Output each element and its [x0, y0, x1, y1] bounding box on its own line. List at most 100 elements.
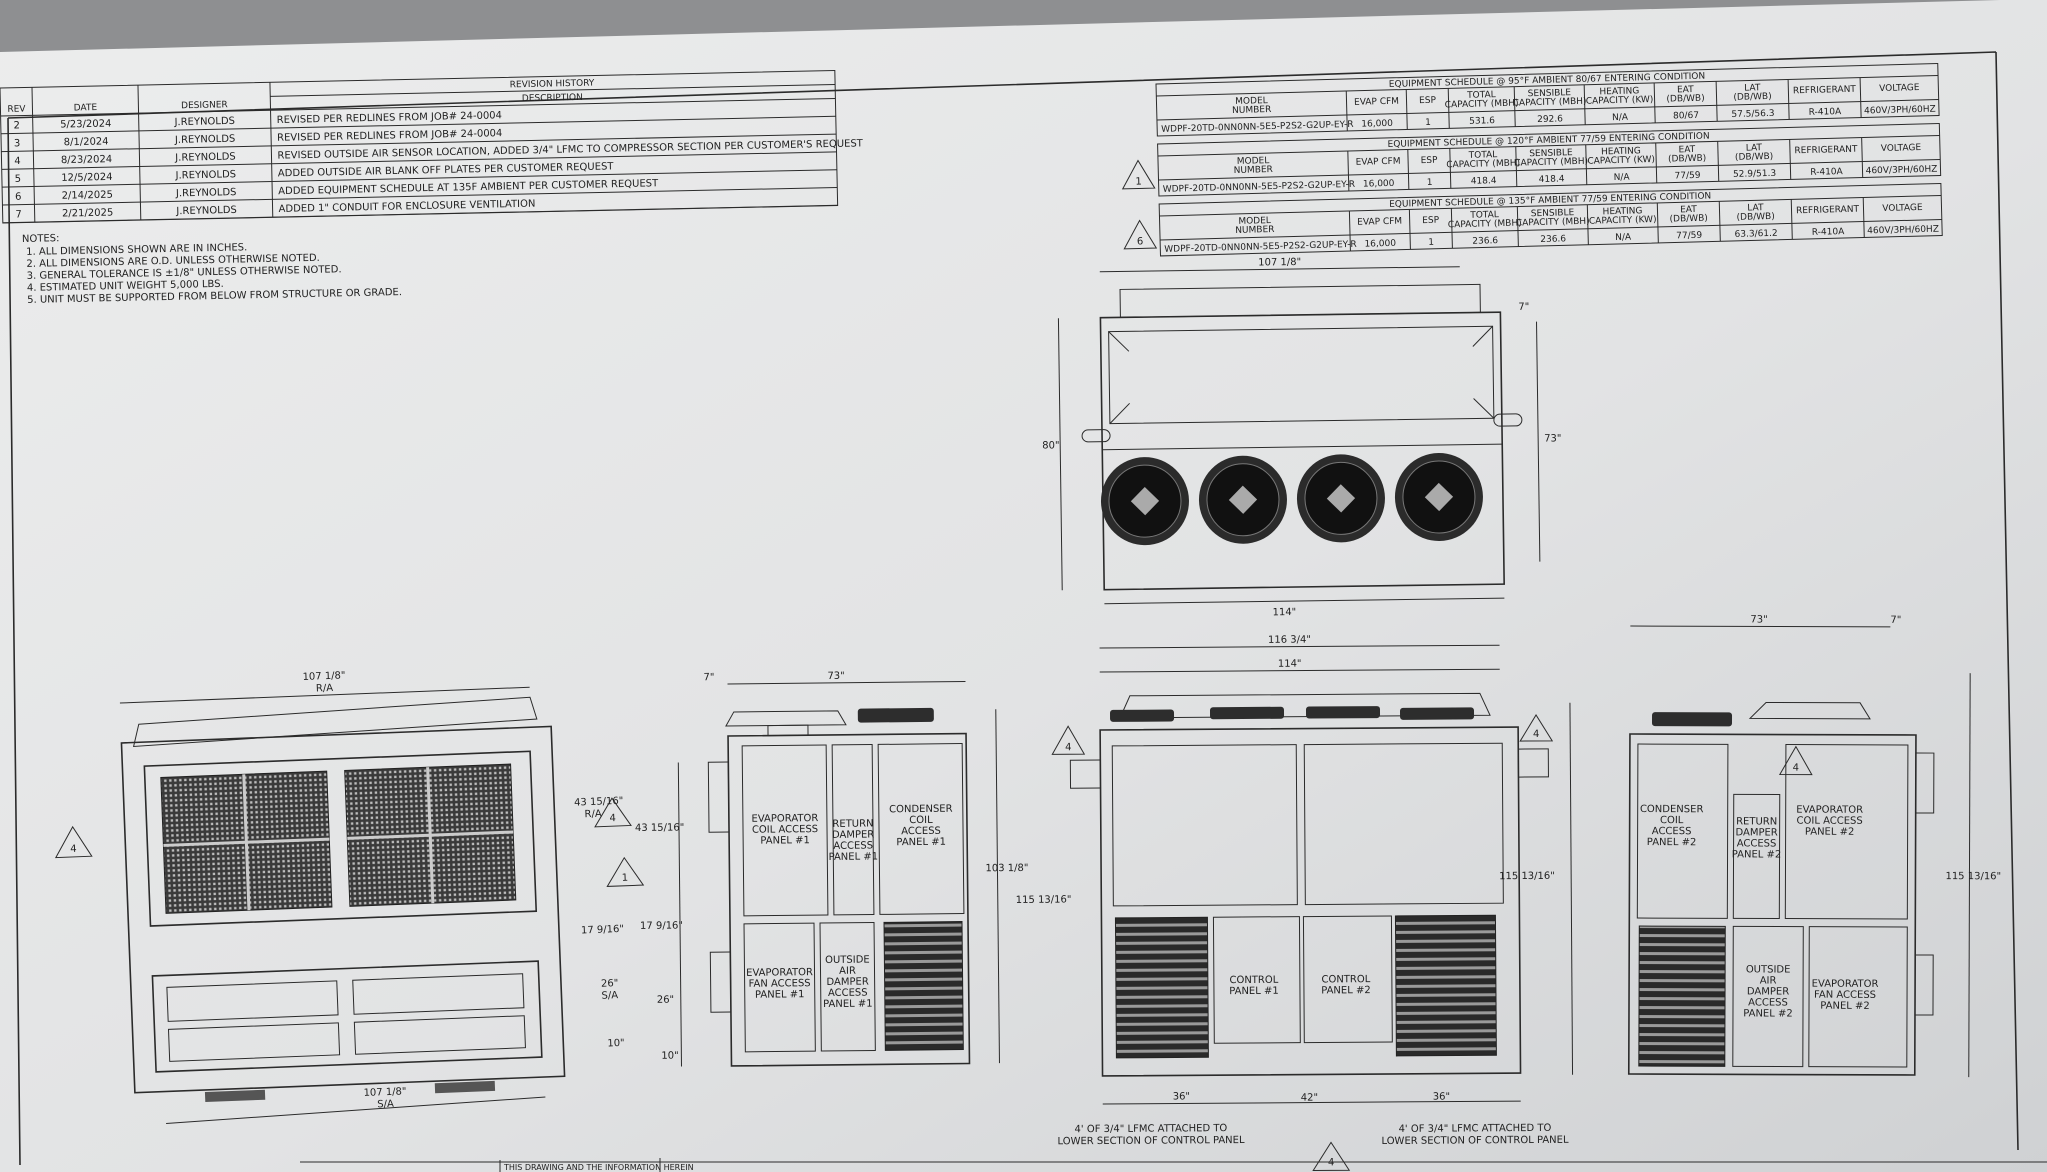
revision-cell: J.REYNOLDS [174, 151, 236, 163]
panel-label-condenser-coil-1: CONDENSERCOILACCESSPANEL #1 [889, 804, 953, 849]
schedule-column-header: MODEL [1237, 156, 1270, 167]
revision-triangle-icon: 4 [54, 825, 93, 859]
revision-cell: J.REYNOLDS [175, 169, 237, 181]
svg-text:4: 4 [1793, 763, 1799, 774]
equipment-schedules: EQUIPMENT SCHEDULE @ 95°F AMBIENT 80/67 … [1121, 63, 1943, 257]
schedule-cell: 57.5/56.3 [1731, 109, 1774, 120]
dim-top-view-height: 80" [1042, 440, 1059, 451]
schedule-cell: 1 [1427, 178, 1433, 188]
dim-left-top-b: 73" [827, 671, 844, 682]
table-row-divider [2, 204, 838, 224]
dim-rear-right: 115 13/16" [1499, 871, 1555, 882]
schedule-column-header: NUMBER [1235, 225, 1274, 236]
revision-cell: 2 [13, 120, 20, 131]
dim-rear-b1: 36" [1173, 1091, 1190, 1102]
revision-triangle-icon: 4 [1519, 714, 1554, 742]
schedule-column-header: LAT [1746, 143, 1763, 153]
revision-cell: 4 [14, 156, 21, 167]
schedule-column-header: EVAP CFM [1356, 157, 1401, 168]
revision-cell: 6 [15, 192, 22, 203]
schedule-cell: R-410A [1810, 167, 1844, 178]
panel-label-return-damper-1: RETURNDAMPERACCESSPANEL #1 [828, 818, 878, 863]
table-row-divider [2, 169, 837, 188]
schedule-column-header: HEATING [1601, 146, 1641, 157]
schedule-column-header: TOTAL [1466, 90, 1496, 101]
schedule-column-header: ESP [1421, 156, 1439, 166]
dim-rear-b2: 42" [1301, 1092, 1318, 1103]
condenser-louver [1638, 925, 1726, 1067]
dim-left-r2: 115 13/16" [1016, 894, 1072, 906]
notes-title: NOTES: [22, 233, 60, 245]
schedule-column-header: EAT [1677, 85, 1694, 95]
schedule-cell: 460V/3PH/60HZ [1864, 105, 1936, 117]
dim-left-l3: 26" [657, 995, 674, 1006]
svg-text:4: 4 [609, 813, 616, 824]
rev-col-date: DATE [74, 103, 98, 113]
notes-block: NOTES: 1. ALL DIMENSIONS SHOWN ARE IN IN… [22, 233, 402, 306]
revision-cell: 7 [15, 209, 22, 220]
dim-left-top-a: 7" [703, 672, 714, 683]
rev-col-rev: REV [7, 104, 26, 114]
schedule-cell: 236.6 [1472, 236, 1498, 247]
svg-text:4: 4 [1328, 1157, 1334, 1168]
proprietary-notice: THIS DRAWING AND THE INFORMATION HEREIN [503, 1163, 694, 1172]
schedule-column-header: (DB/WB) [1735, 152, 1773, 163]
dim-left-l4: 10" [661, 1051, 678, 1062]
revision-cell: 5/23/2024 [60, 118, 112, 130]
revision-cell: ADDED 1" CONDUIT FOR ENCLOSURE VENTILATI… [278, 199, 535, 215]
revision-cell: 12/5/2024 [61, 172, 113, 184]
schedule-column-header: CAPACITY (MBH) [1514, 157, 1588, 169]
revision-cell: REVISED PER REDLINES FROM JOB# 24-0004 [277, 128, 502, 144]
dim-front-a: 17 9/16" [581, 924, 624, 937]
svg-text:6: 6 [1137, 236, 1144, 247]
front-view: 4 4 1 107 1/8" R/A 43 15/16" R/A 17 9/16… [54, 670, 645, 1125]
dim-front-mid: 43 15/16" [574, 796, 624, 809]
schedule-column-header: HEATING [1602, 206, 1642, 217]
schedule-column-header: (DB/WB) [1669, 214, 1707, 225]
schedule-cell: 292.6 [1537, 114, 1563, 125]
schedule-column-header: TOTAL [1469, 210, 1499, 221]
dim-front-top-sub: R/A [316, 683, 334, 695]
note-item: 4. ESTIMATED UNIT WEIGHT 5,000 LBS. [27, 279, 224, 294]
side-view-left: EVAPORATORCOIL ACCESSPANEL #1 RETURNDAMP… [635, 671, 1072, 1067]
dim-top-view-depth: 73" [1544, 433, 1561, 444]
dim-rear-top2: 114" [1278, 659, 1302, 670]
panel-label-evap-fan-1: EVAPORATORFAN ACCESSPANEL #1 [746, 967, 813, 1001]
revision-cell: REVISED PER REDLINES FROM JOB# 24-0004 [277, 110, 502, 126]
schedule-cell: R-410A [1809, 107, 1843, 118]
revision-cell: J.REYNOLDS [173, 116, 235, 128]
schedule-column-header: TOTAL [1468, 150, 1498, 161]
note-item: 1. ALL DIMENSIONS SHOWN ARE IN INCHES. [26, 242, 247, 258]
schedule-cell: 77/59 [1674, 171, 1700, 182]
dim-rear-b3: 36" [1433, 1092, 1450, 1103]
revision-cell: J.REYNOLDS [175, 205, 237, 217]
rev-col-designer: DESIGNER [181, 100, 228, 111]
table-row-divider [0, 115, 836, 135]
condenser-fan-icon [1100, 457, 1189, 546]
dim-right-height: 115 13/16" [1945, 871, 2001, 882]
condenser-louver [1114, 916, 1209, 1059]
schedule-column-header: HEATING [1599, 86, 1639, 97]
dim-right-top-b: 7" [1890, 615, 1901, 626]
sheet-border [7, 51, 2019, 1166]
revision-cell: J.REYNOLDS [175, 187, 237, 199]
schedule-column-header: NUMBER [1232, 105, 1271, 116]
revision-cell: J.REYNOLDS [174, 134, 236, 146]
schedule-column-header: CAPACITY (KW) [1586, 95, 1654, 107]
condenser-louver [1394, 914, 1497, 1057]
dim-front-b: 26" [601, 978, 619, 990]
revision-cell: 5 [15, 174, 22, 185]
schedule-column-header: NUMBER [1234, 165, 1273, 176]
revision-triangle-icon: 1 [1121, 159, 1156, 190]
schedule-column-header: (DB/WB) [1733, 92, 1771, 103]
title-block: THIS DRAWING AND THE INFORMATION HEREIN [300, 1158, 2047, 1172]
revision-cell: 8/23/2024 [61, 154, 113, 166]
revision-cell: 3 [14, 138, 21, 149]
dim-top-view-offset: 7" [1518, 302, 1529, 313]
schedule-column-header: VOLTAGE [1882, 203, 1923, 214]
